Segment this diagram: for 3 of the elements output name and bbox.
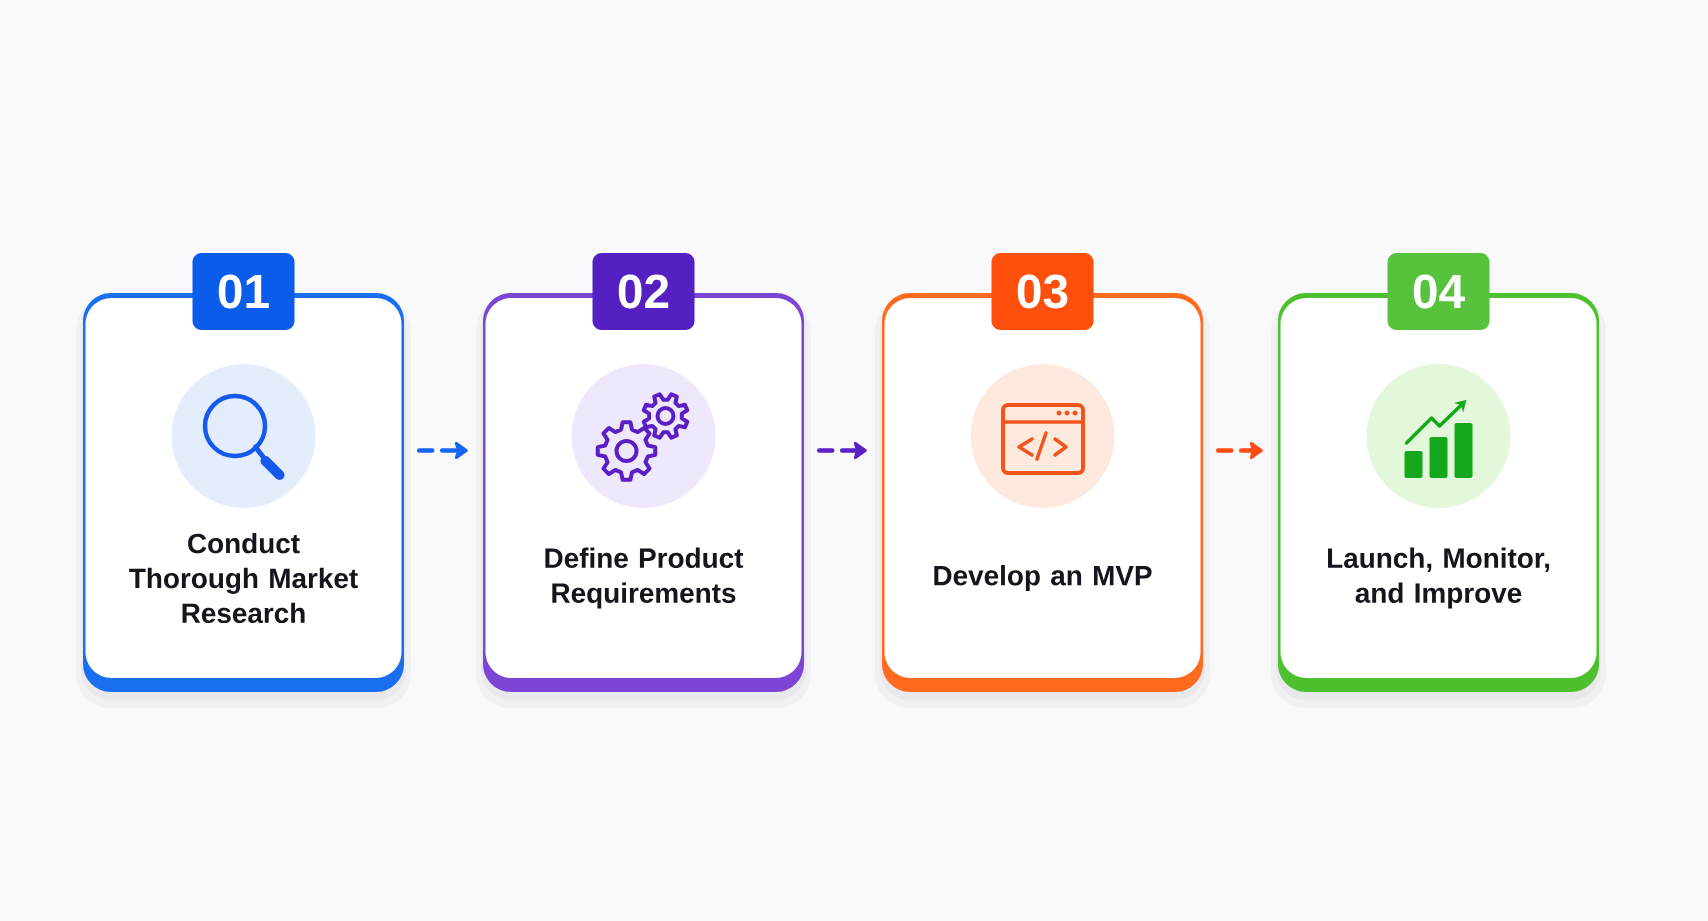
arrow [1215,441,1263,460]
arrow [816,441,867,460]
arrow [416,441,468,460]
